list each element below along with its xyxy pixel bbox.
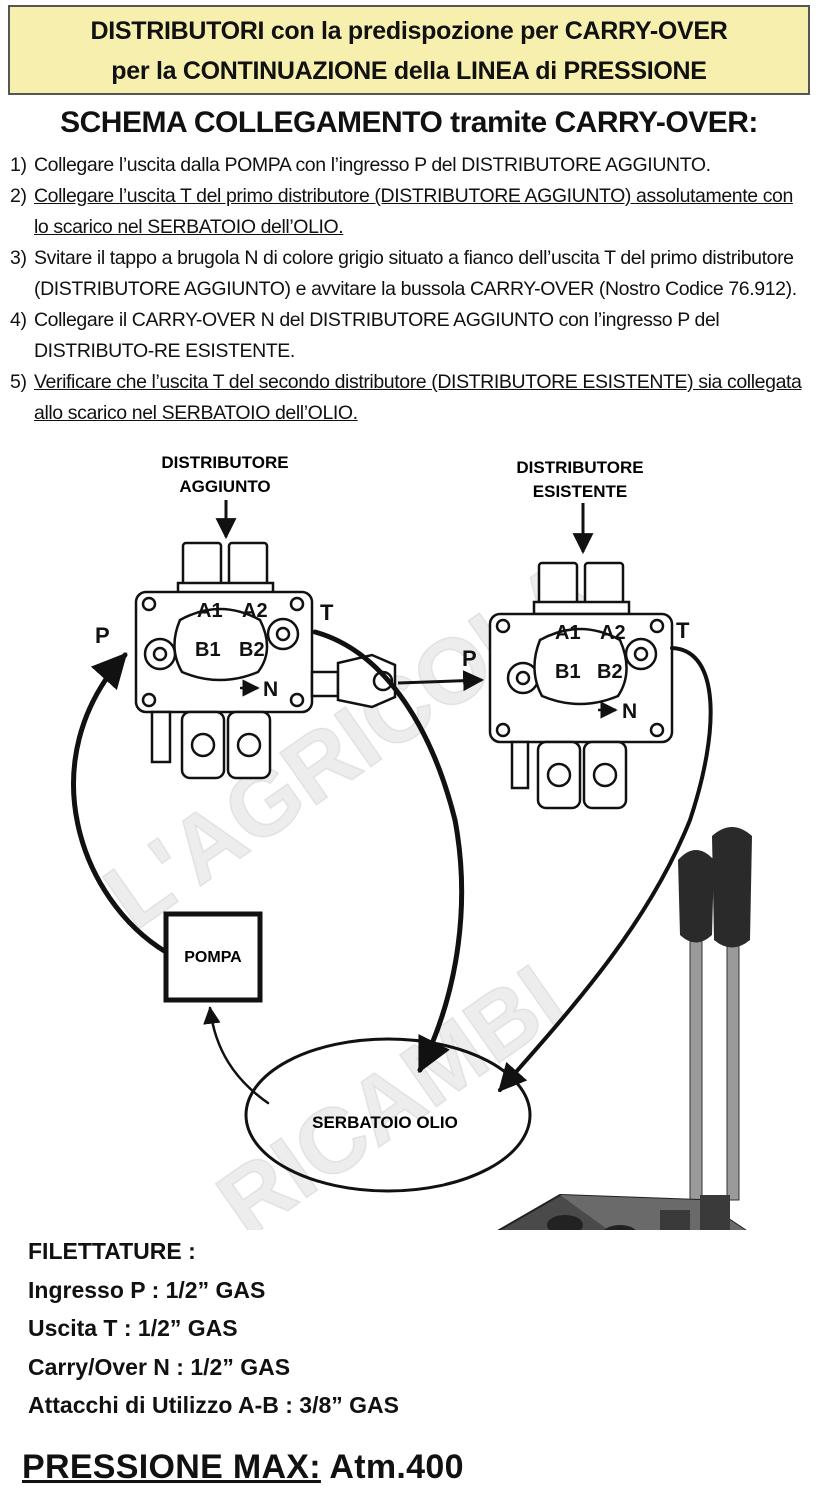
dist2-label-line2: ESISTENTE bbox=[533, 482, 627, 501]
step-text: Collegare l’uscita T del primo distribut… bbox=[34, 185, 793, 238]
schema-subtitle: SCHEMA COLLEGAMENTO tramite CARRY-OVER: bbox=[60, 106, 758, 139]
title-banner: DISTRIBUTORI con la predispozione per CA… bbox=[8, 5, 810, 95]
step-4: 4) Collegare il CARRY-OVER N del DISTRIB… bbox=[10, 305, 810, 367]
dist2-label-line1: DISTRIBUTORE bbox=[516, 458, 643, 477]
step-number: 4) bbox=[10, 309, 27, 331]
dist2-port-b2: B2 bbox=[597, 661, 623, 683]
thread-item: Attacchi di Utilizzo A-B : 3/8” GAS bbox=[28, 1392, 400, 1418]
step-number: 1) bbox=[10, 154, 27, 176]
tank-ellipse bbox=[244, 1037, 532, 1193]
connection-diagram: L'AGRICOLA RICAMBI DISTRIBUTORE AGGIUNTO… bbox=[71, 453, 752, 1230]
step-3: 3) Svitare il tappo a brugola N di color… bbox=[10, 243, 810, 305]
step-2: 2) Collegare l’uscita T del primo distri… bbox=[10, 181, 810, 243]
step-5: 5) Verificare che l’uscita T del secondo… bbox=[10, 367, 810, 429]
pump-box bbox=[163, 911, 263, 1003]
step-number: 3) bbox=[10, 247, 27, 269]
hoses bbox=[71, 629, 713, 1105]
dist2-port-p: P bbox=[462, 646, 477, 671]
dist1-label-line2: AGGIUNTO bbox=[179, 477, 270, 496]
max-pressure-value: Atm.400 bbox=[329, 1448, 464, 1486]
dist1-port-n: N bbox=[263, 678, 278, 701]
max-pressure: PRESSIONE MAX: Atm.400 bbox=[22, 1448, 464, 1487]
carry-over-fitting bbox=[310, 653, 397, 709]
dist2-port-b1: B1 bbox=[555, 661, 581, 683]
dist1-port-a1: A1 bbox=[197, 600, 223, 622]
hose-carryover-to-p2 bbox=[397, 670, 485, 692]
hose-t2-to-tank bbox=[498, 646, 713, 1093]
step-text: Collegare l’uscita dalla POMPA con l’ing… bbox=[34, 154, 711, 176]
step-1: 1) Collegare l’uscita dalla POMPA con l’… bbox=[10, 150, 810, 181]
hose-tank-to-pump bbox=[203, 1006, 270, 1105]
step-number: 5) bbox=[10, 371, 27, 393]
thread-item: Carry/Over N : 1/2” GAS bbox=[28, 1353, 291, 1380]
dist2-port-t: T bbox=[676, 618, 690, 643]
thread-item: Ingresso P : 1/2” GAS bbox=[28, 1276, 266, 1303]
dist2-port-n: N bbox=[622, 700, 637, 723]
dist1-port-p: P bbox=[95, 623, 110, 648]
dist1-port-b1: B1 bbox=[195, 639, 221, 661]
step-text: Verificare che l’uscita T del secondo di… bbox=[34, 371, 802, 424]
dist2-port-a1: A1 bbox=[555, 622, 581, 644]
tank-label: SERBATOIO OLIO bbox=[312, 1113, 458, 1132]
valve-illustration bbox=[497, 827, 752, 1230]
distributor-aggiunto bbox=[134, 541, 314, 780]
step-text: Svitare il tappo a brugola N di colore g… bbox=[34, 247, 797, 300]
banner-line-2: per la CONTINUAZIONE della LINEA di PRES… bbox=[111, 57, 707, 85]
dist1-port-t: T bbox=[320, 600, 334, 625]
hose-pump-to-p1 bbox=[71, 652, 169, 955]
threads-section: FILETTATURE : Ingresso P : 1/2” GAS Usci… bbox=[28, 1232, 399, 1425]
distributor-esistente bbox=[488, 561, 674, 810]
dist1-port-a2: A2 bbox=[242, 600, 268, 622]
step-text: Collegare il CARRY-OVER N del DISTRIBUTO… bbox=[34, 309, 720, 362]
hose-t1-to-tank bbox=[312, 629, 465, 1074]
dist1-port-b2: B2 bbox=[239, 639, 265, 661]
pump-label: POMPA bbox=[184, 949, 242, 966]
threads-title: FILETTATURE : bbox=[28, 1238, 196, 1264]
dist2-port-a2: A2 bbox=[600, 622, 626, 644]
banner-line-1: DISTRIBUTORI con la predispozione per CA… bbox=[90, 17, 728, 45]
max-pressure-label: PRESSIONE MAX: bbox=[22, 1448, 321, 1486]
dist1-label-line1: DISTRIBUTORE bbox=[161, 453, 288, 472]
thread-item: Uscita T : 1/2” GAS bbox=[28, 1315, 238, 1341]
step-number: 2) bbox=[10, 185, 27, 207]
instruction-list: 1) Collegare l’uscita dalla POMPA con l’… bbox=[10, 150, 810, 429]
